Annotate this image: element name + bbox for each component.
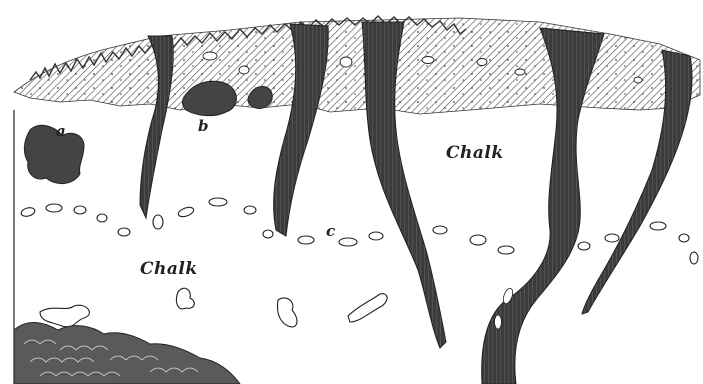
label-b: b (198, 117, 209, 135)
lower-chalk-flints (40, 288, 387, 327)
pipe-flint (495, 315, 502, 329)
label-c: c (326, 222, 335, 240)
mass-a (24, 125, 84, 183)
foreground-debris (14, 322, 240, 384)
label-chalk-lower: Chalk (140, 259, 198, 279)
gravel-speckle (14, 18, 700, 114)
label-chalk-upper: Chalk (446, 143, 504, 163)
label-a: a (56, 122, 66, 140)
flint-row-c (20, 198, 698, 264)
